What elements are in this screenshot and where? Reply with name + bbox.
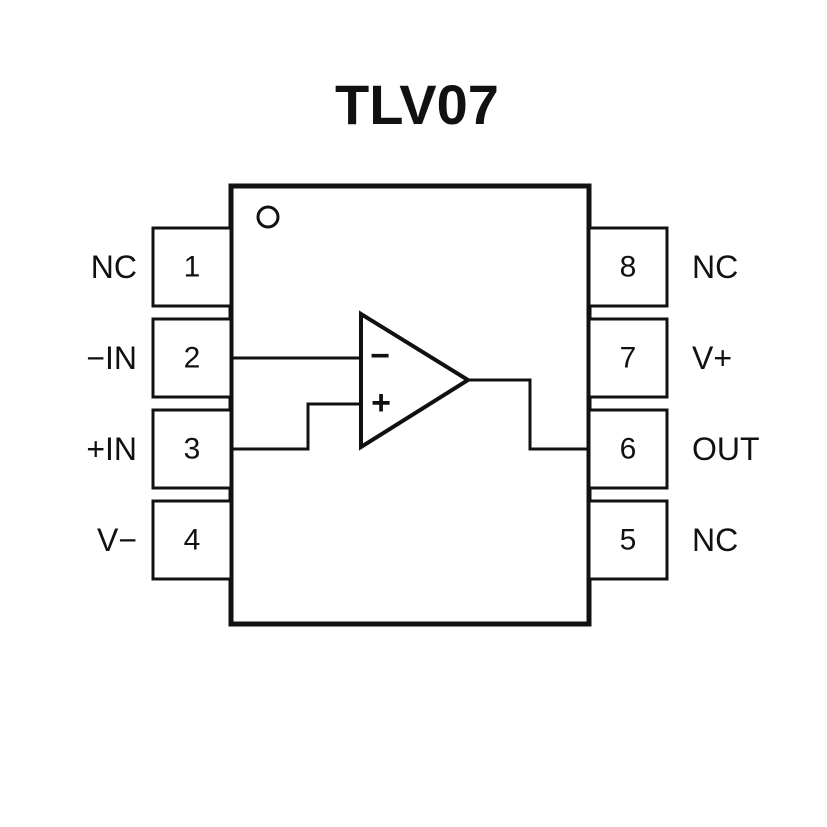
pin-8-label: NC [692,249,738,285]
pin-1-label: NC [91,249,137,285]
pin-4-box [151,499,233,581]
pin-1-number: 1 [184,251,201,284]
pin-2-box [151,317,233,399]
chip-title: TLV07 [335,73,499,136]
pin1-indicator-dot [256,205,280,229]
pin-6-label: OUT [692,431,760,467]
pin-7-label: V+ [692,340,732,376]
pin-5-label: NC [692,522,738,558]
pin-2-number: 2 [184,342,201,375]
pin-2-label: −IN [86,340,137,376]
pin-4-label: V− [97,522,137,558]
wire-output [466,378,589,451]
pin-7-number: 7 [620,342,637,375]
pin-1-box [151,226,233,308]
pin-8-number: 8 [620,251,637,284]
pin-3-number: 3 [184,433,201,466]
pin-5-number: 5 [620,524,637,557]
pin-7-box [587,317,669,399]
opamp-minus-sign: − [370,337,390,375]
pin-3-label: +IN [86,431,137,467]
pin-8-box [587,226,669,308]
opamp-plus-sign: + [371,384,391,422]
pin-5-box [587,499,669,581]
wire-noninverting-input [231,402,361,451]
pin-6-number: 6 [620,433,637,466]
pin-4-number: 4 [184,524,201,557]
opamp-triangle [359,310,472,451]
